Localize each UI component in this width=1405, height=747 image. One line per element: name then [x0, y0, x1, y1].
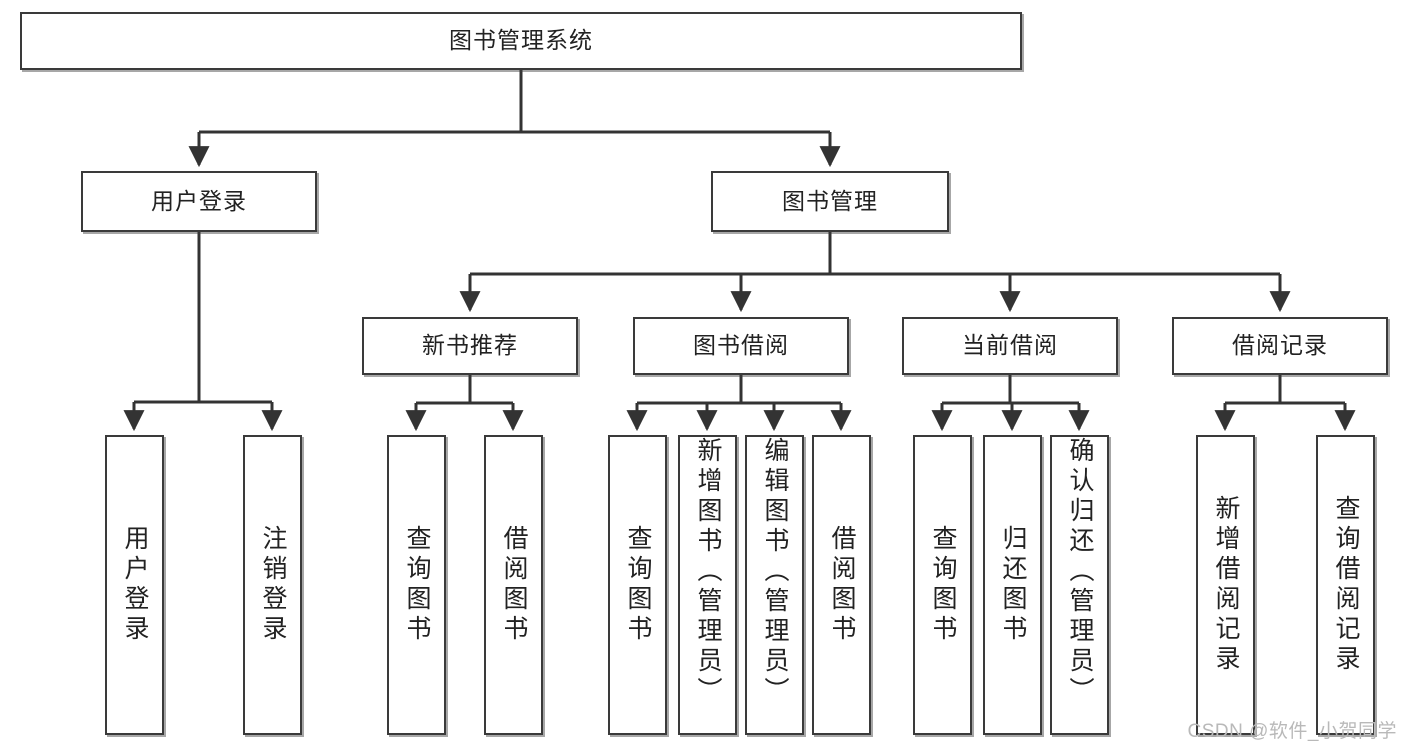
node-leaf-edit-book-label: 编辑图书（管理员）	[761, 437, 789, 707]
node-leaf-add-record-label: 新增借阅记录	[1212, 495, 1240, 675]
node-user-login[interactable]: 用户登录	[81, 171, 317, 232]
node-leaf-user-login-label: 用户登录	[121, 525, 149, 645]
node-leaf-query-book-b-label: 查询图书	[624, 525, 652, 645]
node-leaf-query-book-b[interactable]: 查询图书	[608, 435, 667, 735]
node-leaf-query-book-a[interactable]: 查询图书	[387, 435, 446, 735]
node-leaf-query-record[interactable]: 查询借阅记录	[1316, 435, 1375, 735]
node-leaf-logout[interactable]: 注销登录	[243, 435, 302, 735]
node-leaf-edit-book[interactable]: 编辑图书（管理员）	[745, 435, 804, 735]
node-leaf-query-book-a-label: 查询图书	[403, 525, 431, 645]
node-borrow-record-label: 借阅记录	[1232, 332, 1328, 359]
node-leaf-return-book-label: 归还图书	[999, 525, 1027, 645]
node-leaf-add-book-label: 新增图书（管理员）	[694, 437, 722, 707]
node-leaf-add-record[interactable]: 新增借阅记录	[1196, 435, 1255, 735]
csdn-watermark: CSDN @软件_小贺同学	[1187, 721, 1397, 742]
node-current-borrow-label: 当前借阅	[962, 332, 1058, 359]
node-borrow-record[interactable]: 借阅记录	[1172, 317, 1388, 375]
node-book-borrow[interactable]: 图书借阅	[633, 317, 849, 375]
node-root-label: 图书管理系统	[449, 27, 593, 54]
node-leaf-borrow-book-a-label: 借阅图书	[500, 525, 528, 645]
node-user-login-label: 用户登录	[151, 187, 247, 214]
node-leaf-logout-label: 注销登录	[259, 525, 287, 645]
node-leaf-query-record-label: 查询借阅记录	[1332, 495, 1360, 675]
node-leaf-query-book-c[interactable]: 查询图书	[913, 435, 972, 735]
node-leaf-borrow-book-a[interactable]: 借阅图书	[484, 435, 543, 735]
node-new-book-recommend-label: 新书推荐	[422, 332, 518, 359]
node-book-borrow-label: 图书借阅	[693, 332, 789, 359]
node-leaf-query-book-c-label: 查询图书	[929, 525, 957, 645]
node-new-book-recommend[interactable]: 新书推荐	[362, 317, 578, 375]
node-root[interactable]: 图书管理系统	[20, 12, 1022, 70]
node-leaf-borrow-book-b[interactable]: 借阅图书	[812, 435, 871, 735]
node-current-borrow[interactable]: 当前借阅	[902, 317, 1118, 375]
node-book-manage[interactable]: 图书管理	[711, 171, 949, 232]
node-leaf-user-login[interactable]: 用户登录	[105, 435, 164, 735]
node-leaf-borrow-book-b-label: 借阅图书	[828, 525, 856, 645]
node-leaf-confirm-return[interactable]: 确认归还（管理员）	[1050, 435, 1109, 735]
node-book-manage-label: 图书管理	[782, 187, 878, 214]
node-leaf-return-book[interactable]: 归还图书	[983, 435, 1042, 735]
node-leaf-confirm-return-label: 确认归还（管理员）	[1066, 437, 1094, 707]
node-leaf-add-book[interactable]: 新增图书（管理员）	[678, 435, 737, 735]
